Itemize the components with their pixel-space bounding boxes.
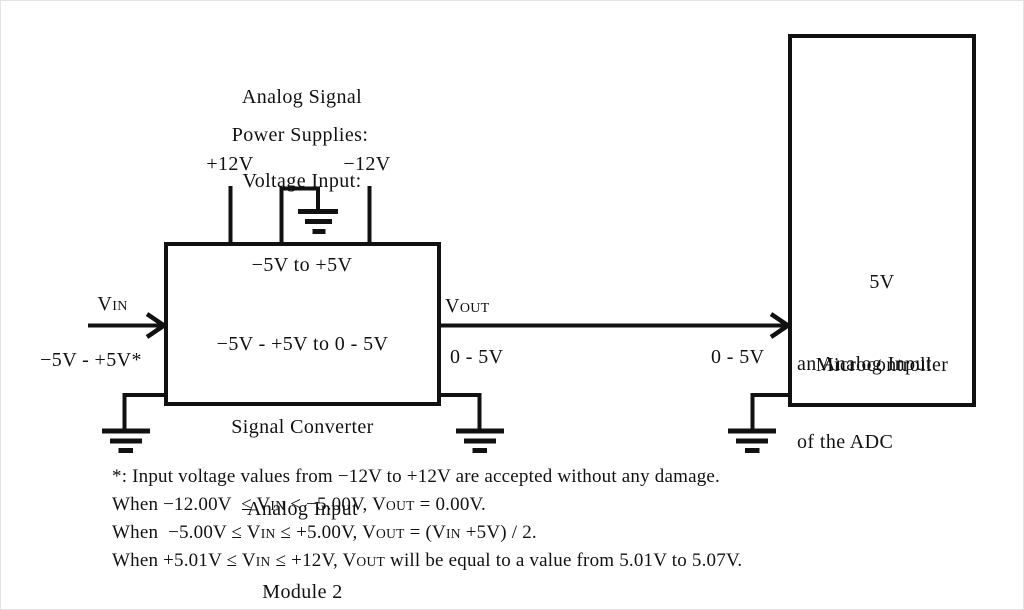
footnote-text: ≤ +5.00V, V: [275, 522, 377, 543]
converter-line: Module 2: [262, 580, 343, 603]
mcu-adc-line: of the ADC: [797, 431, 894, 453]
footnote-text: ≤ +12V, V: [270, 550, 357, 571]
footnote-text: will be equal to a value from 5.01V to 5…: [385, 550, 743, 571]
footnote-line-2: When −12.00V ≤ VIN < −5.00V, VOUT = 0.00…: [112, 494, 486, 516]
header-line: −5V to +5V: [251, 254, 353, 276]
vin-subscript: IN: [112, 299, 128, 314]
signal-converter-text: −5V - +5V to 0 - 5V Signal Converter Ana…: [165, 276, 440, 610]
footnote-text: +5V) / 2.: [460, 522, 537, 543]
vout-label: VOUT: [445, 295, 490, 318]
plus12v-label: +12V: [206, 153, 254, 175]
power-supplies-label: Power Supplies:: [231, 124, 369, 146]
mcu-title-line: Microcontroller: [815, 353, 949, 376]
converter-line: Analog Input: [247, 498, 358, 520]
footnote-line-4: When +5.01V ≤ VIN ≤ +12V, VOUT will be e…: [112, 550, 742, 572]
footnote-text: *: Input voltage values from −12V to +12…: [112, 466, 721, 487]
vout-arrow: [439, 312, 793, 339]
mcu-title: 5V Microcontroller: [790, 214, 974, 434]
converter-left-ground-symbol: [102, 393, 166, 453]
footnote-line-1: *: Input voltage values from −12V to +12…: [112, 466, 720, 488]
vout-subscript: OUT: [386, 498, 415, 513]
microcontroller-box: [788, 34, 976, 407]
header-line: Voltage Input:: [242, 170, 362, 192]
vout-symbol: V: [445, 295, 460, 317]
vin-arrow: [88, 312, 169, 339]
vin-subscript: IN: [270, 498, 286, 513]
vout-subscript: OUT: [356, 554, 386, 569]
vin-label: VIN: [85, 293, 140, 316]
vin-subscript: IN: [260, 526, 276, 541]
vin-symbol: V: [97, 293, 113, 315]
vout-range-far-label: 0 - 5V: [711, 346, 765, 368]
footnote-text: When −12.00V ≤ V: [112, 494, 271, 515]
converter-line: Signal Converter: [231, 415, 374, 438]
footnote-text: When −5.00V ≤ V: [112, 522, 261, 543]
vout-subscript: OUT: [376, 526, 405, 541]
footnote-text: = (V: [404, 522, 446, 543]
footnote-line-3: When −5.00V ≤ VIN ≤ +5.00V, VOUT = (VIN …: [112, 522, 537, 544]
footnote-text: = 0.00V.: [414, 494, 486, 515]
vin-range-label: −5V - +5V*: [40, 349, 142, 371]
vout-subscript: OUT: [459, 301, 490, 316]
converter-right-ground-symbol: [439, 393, 504, 453]
top-ground-symbol: [279, 186, 338, 244]
mcu-adc-line: an Analog Input: [797, 353, 932, 375]
header-line: Analog Signal: [241, 86, 363, 108]
minus12v-label: −12V: [343, 153, 391, 175]
vin-subscript: IN: [445, 526, 461, 541]
vin-subscript: IN: [255, 554, 271, 569]
footnote-text: When +5.01V ≤ V: [112, 550, 256, 571]
converter-line: −5V - +5V to 0 - 5V: [216, 333, 389, 355]
mcu-ground-symbol: [728, 393, 790, 453]
mcu-adc-label: an Analog Input of the ADC: [797, 299, 932, 507]
footnote-text: < −5.00V, V: [285, 494, 387, 515]
analog-signal-header: Analog Signal Voltage Input: −5V to +5V: [192, 27, 412, 335]
vout-range-near-label: 0 - 5V: [450, 346, 504, 368]
mcu-title-line: 5V: [869, 271, 895, 293]
